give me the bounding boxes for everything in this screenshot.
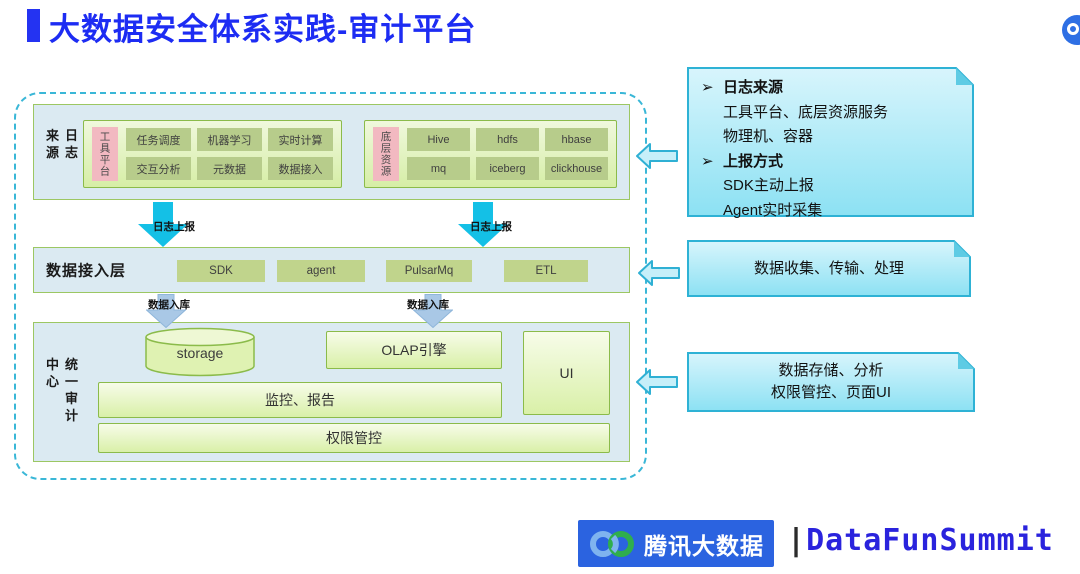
infinity-icon	[590, 530, 634, 557]
diagram-dashed-frame	[14, 92, 647, 480]
base-resource-group: 底层资源 Hive hdfs hbase mq iceberg clickhou…	[364, 120, 617, 188]
callout-storage-analysis: 数据存储、分析 权限管控、页面UI	[687, 352, 975, 412]
ingest-label-1: 数据入库	[148, 299, 190, 311]
unified-audit-center-label: 统一审计中心	[44, 357, 78, 426]
storage-cylinder-icon	[145, 327, 255, 377]
item-iceberg: iceberg	[476, 157, 539, 180]
log-report-label-1: 日志上报	[153, 221, 195, 233]
fold-corner-icon	[956, 68, 973, 85]
tool-platform-label: 工具平台	[92, 127, 118, 181]
base-resource-items: Hive hdfs hbase mq iceberg clickhouse	[407, 128, 608, 180]
callout1-sub3: SDK主动上报	[723, 177, 814, 194]
title-accent-bar	[27, 9, 40, 42]
left-arrow-icon	[636, 143, 678, 169]
base-resource-label: 底层资源	[373, 127, 399, 181]
fold-corner-icon	[958, 353, 974, 369]
item-hbase: hbase	[545, 128, 608, 151]
bullet-icon: ➢	[701, 152, 714, 170]
data-access-layer-label: 数据接入层	[46, 262, 127, 280]
item-hdfs: hdfs	[476, 128, 539, 151]
page-title: 大数据安全体系实践-审计平台	[49, 12, 477, 47]
pale-down-arrow-icon	[146, 294, 186, 328]
callout3-line2: 权限管控、页面UI	[770, 384, 891, 401]
callout-data-collection: 数据收集、传输、处理	[687, 240, 971, 297]
callout1-sub4: Agent实时采集	[723, 201, 823, 219]
callout-shape	[687, 352, 975, 412]
data-access-layer-section: 数据接入层 SDK agent PulsarMq ETL	[33, 247, 630, 293]
monitor-report-box: 监控、报告	[98, 382, 502, 418]
item-realtime-compute: 实时计算	[268, 128, 333, 151]
olap-engine-box: OLAP引擎	[326, 331, 502, 369]
datafunsummit-logo: |DataFunSummit	[787, 523, 1054, 558]
pale-down-arrow-icon	[413, 294, 453, 328]
item-hive: Hive	[407, 128, 470, 151]
item-etl: ETL	[504, 260, 588, 282]
item-sdk: SDK	[177, 260, 265, 282]
callout1-sub1: 工具平台、底层资源服务	[723, 103, 889, 121]
ingest-label-2: 数据入库	[407, 299, 449, 311]
badge-ring-icon	[1067, 23, 1079, 35]
tool-platform-items: 任务调度 机器学习 实时计算 交互分析 元数据 数据接入	[126, 128, 333, 180]
callout-shape	[687, 240, 971, 297]
audit-log-source-section: 审计日志来源 工具平台 任务调度 机器学习 实时计算 交互分析 元数据 数据接入…	[33, 104, 630, 200]
ui-box: UI	[523, 331, 610, 415]
item-machine-learning: 机器学习	[197, 128, 262, 151]
tool-platform-group: 工具平台 任务调度 机器学习 实时计算 交互分析 元数据 数据接入	[83, 120, 342, 188]
item-mq: mq	[407, 157, 470, 180]
callout1-head2: ➢上报方式	[701, 150, 964, 175]
down-arrow-icon	[458, 202, 508, 247]
item-clickhouse: clickhouse	[545, 157, 608, 180]
datafun-bar: |	[787, 523, 807, 558]
callout-log-source: ➢日志来源 工具平台、底层资源服务 物理机、容器 ➢上报方式 SDK主动上报 A…	[687, 67, 974, 219]
storage-label: storage	[176, 345, 224, 361]
tencent-logo-text: 腾讯大数据	[644, 532, 764, 559]
item-metadata: 元数据	[197, 157, 262, 180]
datafun-text: DataFunSummit	[806, 523, 1054, 558]
fold-corner-icon	[954, 241, 970, 257]
down-arrow-icon	[138, 202, 188, 247]
item-pulsarmq: PulsarMq	[386, 260, 472, 282]
corner-logo-badge	[1062, 15, 1080, 45]
callout3-line1: 数据存储、分析	[778, 362, 884, 379]
item-task-scheduling: 任务调度	[126, 128, 191, 151]
callout2-text: 数据收集、传输、处理	[753, 259, 904, 277]
tencent-bigdata-logo: 腾讯大数据	[578, 520, 774, 567]
left-arrow-icon	[638, 260, 680, 286]
callout1-sub2: 物理机、容器	[723, 128, 814, 145]
callout-shape	[687, 67, 974, 217]
item-data-access: 数据接入	[268, 157, 333, 180]
item-agent: agent	[277, 260, 365, 282]
unified-audit-center-section: 统一审计中心 storage OLAP引擎 UI 监控、报告 权限管控	[33, 322, 630, 462]
log-report-label-2: 日志上报	[470, 221, 512, 233]
item-interactive-analysis: 交互分析	[126, 157, 191, 180]
bullet-icon: ➢	[701, 79, 714, 96]
permission-control-box: 权限管控	[98, 423, 610, 453]
callout1-head1: ➢日志来源	[701, 76, 964, 101]
left-arrow-icon	[636, 369, 678, 395]
